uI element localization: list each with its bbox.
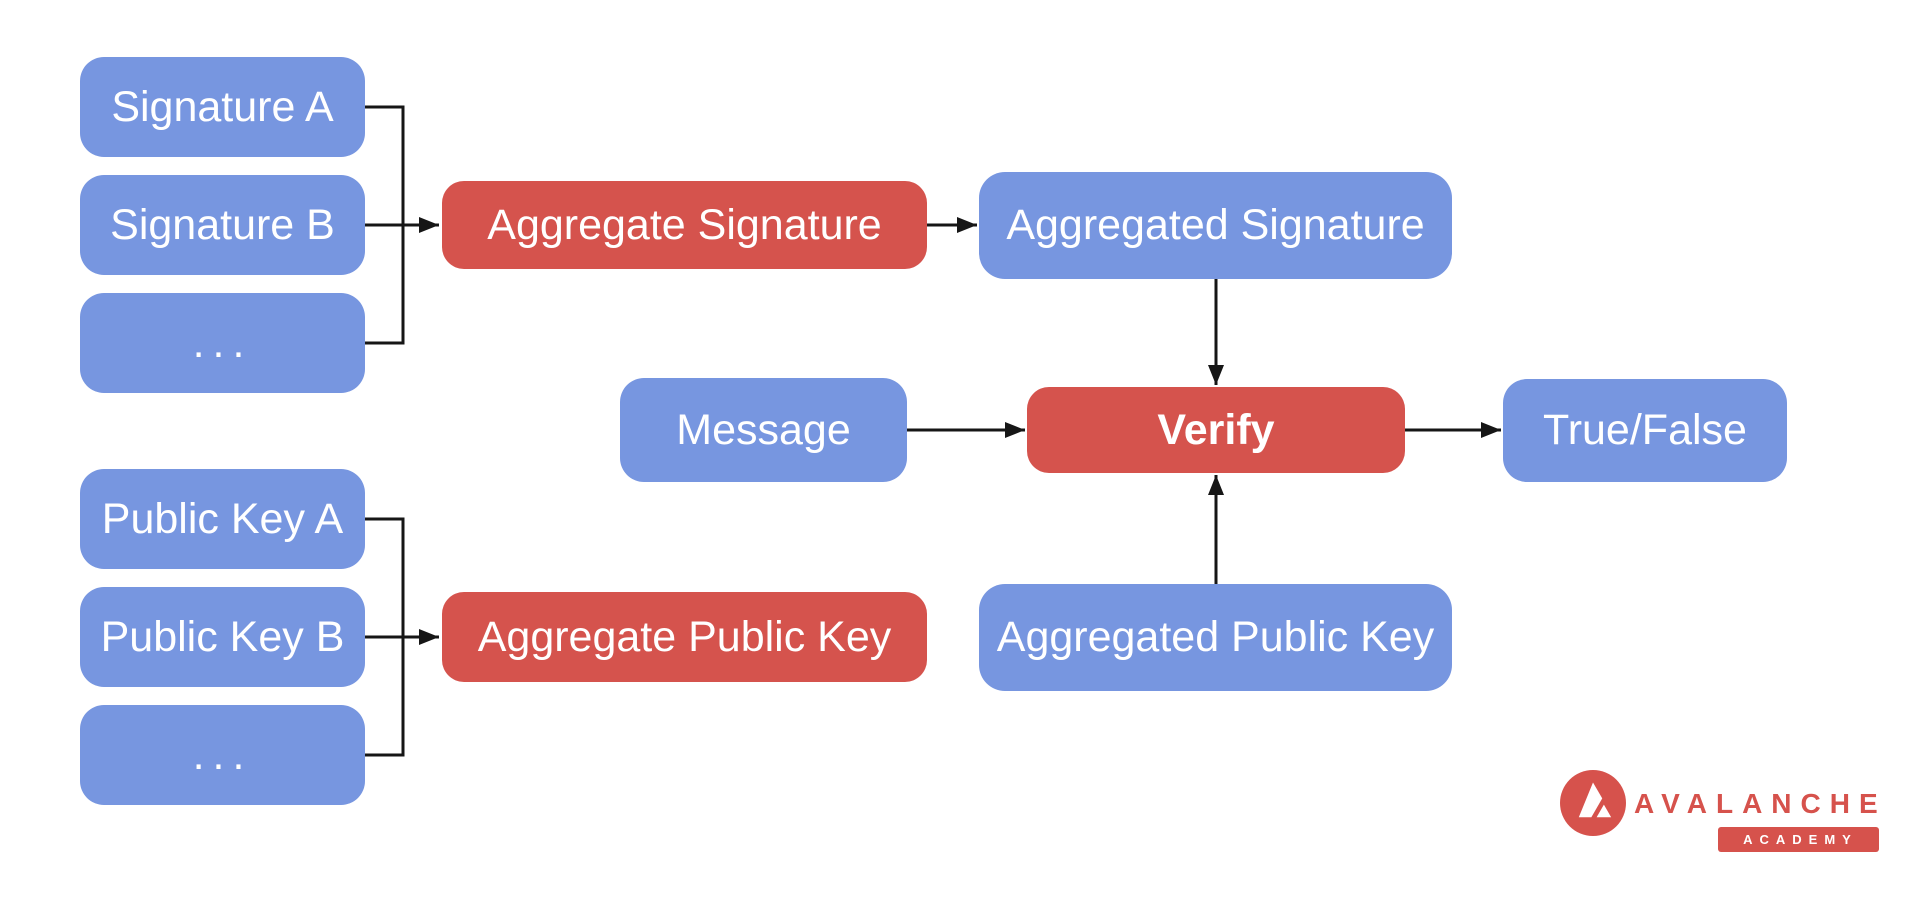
node-public-key-ellipsis: ... — [80, 705, 365, 805]
node-public-key-b: Public Key B — [80, 587, 365, 687]
node-aggregate-signature-label: Aggregate Signature — [487, 200, 882, 249]
avalanche-logo-icon — [1560, 770, 1626, 836]
node-aggregate-public-key: Aggregate Public Key — [442, 592, 927, 682]
node-true-false-label: True/False — [1543, 406, 1747, 454]
node-signature-b-label: Signature B — [110, 200, 335, 249]
logo-brand-text: AVALANCHE — [1634, 788, 1887, 819]
node-signature-a-label: Signature A — [111, 82, 334, 131]
node-public-key-b-label: Public Key B — [100, 612, 345, 661]
node-message-label: Message — [676, 405, 851, 454]
node-aggregated-public-key: Aggregated Public Key — [979, 584, 1452, 691]
node-aggregated-public-key-label: Aggregated Public Key — [996, 613, 1435, 661]
node-verify-label: Verify — [1157, 405, 1275, 454]
node-aggregate-public-key-label: Aggregate Public Key — [477, 612, 892, 661]
logo-academy-badge-label: ACADEMY — [1743, 832, 1858, 847]
node-public-key-a: Public Key A — [80, 469, 365, 569]
logo-academy-badge: ACADEMY — [1718, 827, 1879, 852]
node-aggregated-signature-label: Aggregated Signature — [1006, 201, 1425, 249]
node-signature-ellipsis: ... — [80, 293, 365, 393]
node-true-false: True/False — [1503, 379, 1787, 482]
node-signature-a: Signature A — [80, 57, 365, 157]
node-signature-b: Signature B — [80, 175, 365, 275]
node-signature-ellipsis-label: ... — [192, 318, 253, 367]
node-aggregate-signature: Aggregate Signature — [442, 181, 927, 269]
node-public-key-ellipsis-label: ... — [192, 730, 253, 779]
node-message: Message — [620, 378, 907, 482]
node-aggregated-signature: Aggregated Signature — [979, 172, 1452, 279]
node-public-key-a-label: Public Key A — [101, 494, 344, 543]
avalanche-academy-logo: AVALANCHE ACADEMY — [1560, 770, 1880, 854]
node-verify: Verify — [1027, 387, 1405, 473]
